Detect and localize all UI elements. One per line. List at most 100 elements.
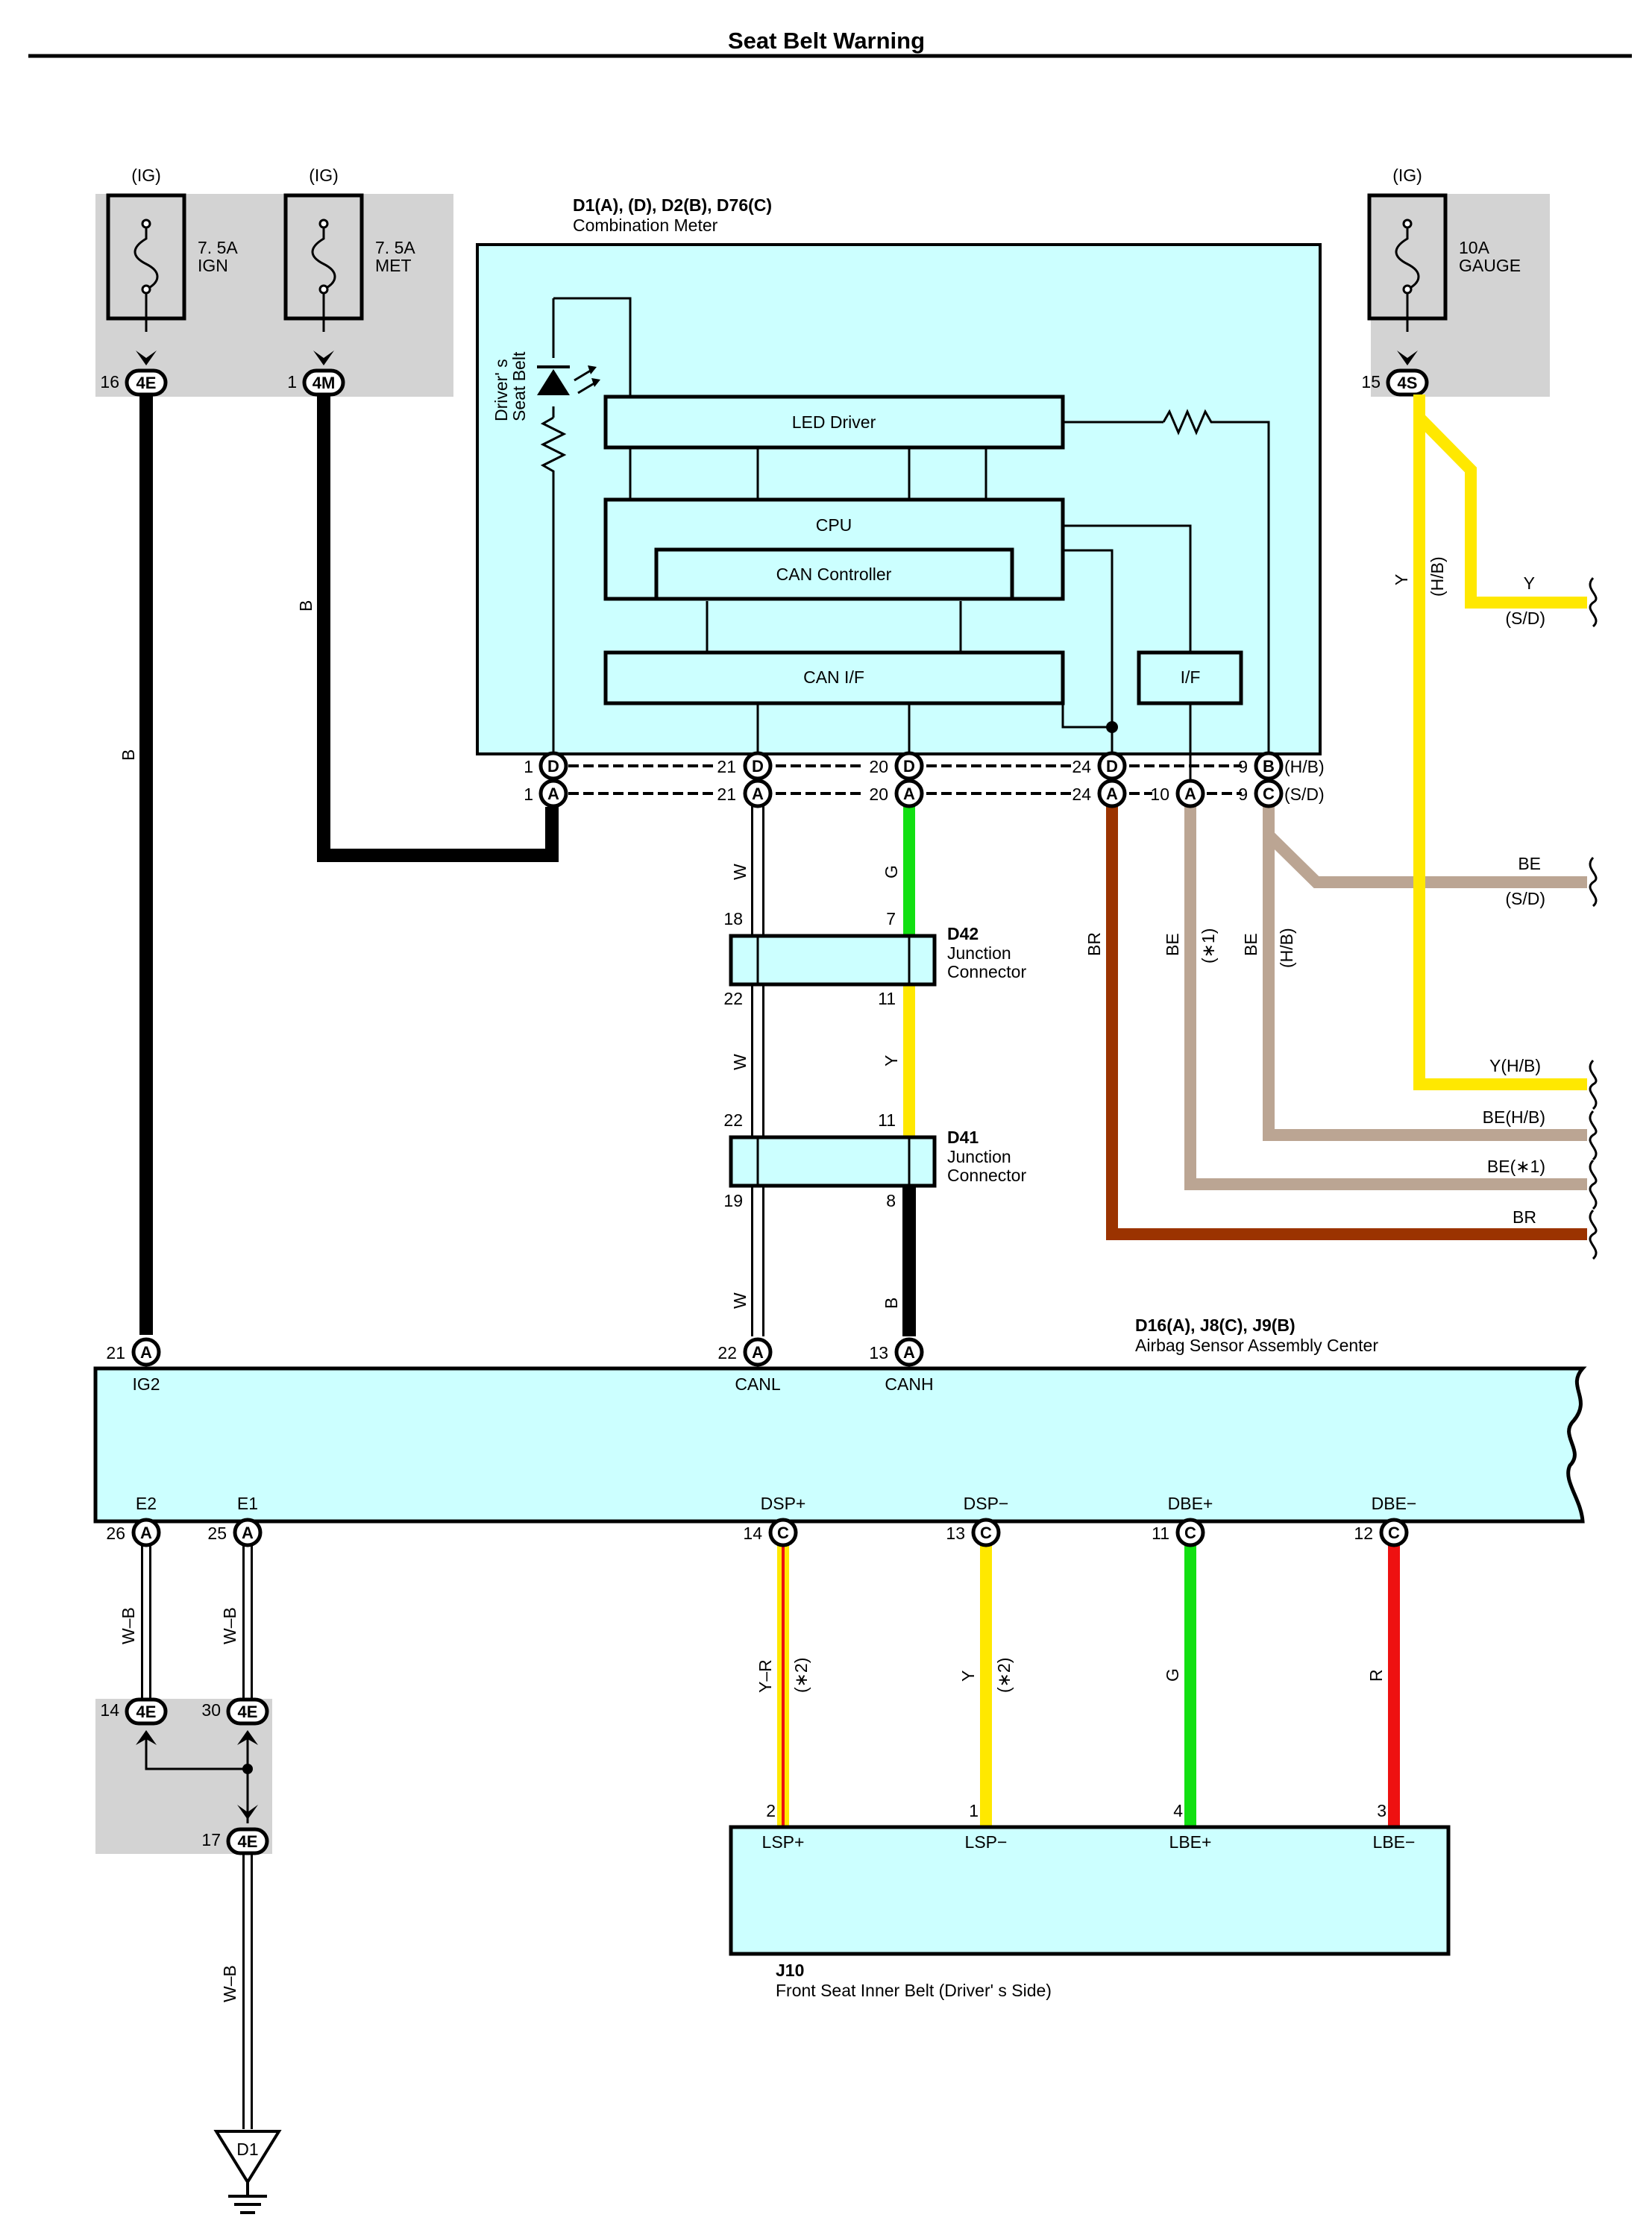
airbag-pin-25a: 25 A — [207, 1518, 263, 1547]
fuse-gauge-name: GAUGE — [1459, 256, 1521, 275]
svg-text:E2: E2 — [136, 1494, 157, 1513]
svg-text:22: 22 — [717, 1343, 737, 1362]
label-w-1: W — [730, 864, 750, 880]
svg-text:9: 9 — [1238, 785, 1248, 804]
svg-text:A: A — [752, 785, 764, 803]
svg-text:A: A — [140, 1524, 152, 1542]
label-star2-dsp-plus: (∗2) — [791, 1658, 811, 1693]
fuse-ign-name: IGN — [198, 256, 228, 275]
junction-pin-30-4e: 30 4E — [201, 1697, 269, 1726]
svg-text:CPU: CPU — [816, 515, 852, 535]
svg-text:2: 2 — [766, 1801, 776, 1820]
svg-text:CAN Controller: CAN Controller — [776, 565, 892, 584]
label-wb-e1: W–B — [220, 1607, 239, 1644]
svg-text:Junction: Junction — [947, 1147, 1011, 1166]
airbag-pin-21a: 21 A — [106, 1337, 161, 1367]
if-block: I/F — [1137, 650, 1243, 705]
meter-connector-dashes — [568, 764, 1242, 795]
svg-text:D: D — [547, 757, 559, 776]
junction-connector-d41: 22 11 19 8 D41 Junction Connector — [723, 1110, 1026, 1210]
svg-text:4S: 4S — [1398, 374, 1418, 392]
svg-text:D: D — [903, 757, 915, 776]
airbag-pin-13c: 13 C — [946, 1518, 1001, 1547]
right-lead-be-hb: BE(H/B) — [1483, 1107, 1545, 1127]
svg-text:14: 14 — [743, 1524, 762, 1543]
svg-text:LED Driver: LED Driver — [792, 412, 876, 432]
svg-text:22: 22 — [723, 1110, 743, 1130]
svg-text:C: C — [980, 1524, 992, 1542]
svg-text:D: D — [752, 757, 764, 776]
fuse-ign-supply: (IG) — [131, 166, 161, 185]
j10-ref: J10 — [776, 1961, 804, 1980]
meter-ref: D1(A), (D), D2(B), D76(C) — [573, 195, 772, 215]
svg-text:I/F: I/F — [1181, 667, 1201, 687]
wire-be-sd — [1264, 831, 1587, 888]
svg-text:DSP+: DSP+ — [761, 1494, 806, 1513]
svg-text:13: 13 — [946, 1524, 965, 1543]
wire-be-star1 — [1184, 805, 1587, 1190]
junction-arrow-icon-1 — [136, 1730, 157, 1745]
right-lead-be-sd: BE (S/D) — [1505, 854, 1545, 908]
svg-text:CANH: CANH — [885, 1374, 933, 1394]
label-hb-y: (H/B) — [1428, 556, 1447, 597]
junction-connector-d42: 18 7 22 11 D42 Junction Connector — [723, 909, 1026, 1008]
label-br: BR — [1084, 932, 1104, 956]
svg-text:22: 22 — [723, 989, 743, 1008]
svg-text:C: C — [777, 1524, 789, 1542]
airbag-pin-22a: 22 A — [717, 1337, 773, 1367]
airbag-ref: D16(A), J8(C), J9(B) — [1135, 1315, 1295, 1335]
label-b-ign: B — [119, 749, 138, 761]
connector-4s-15: 15 4S — [1361, 368, 1429, 397]
svg-text:14: 14 — [100, 1700, 119, 1720]
connector-4m-1: 1 4M — [287, 368, 345, 397]
svg-text:A: A — [547, 785, 559, 803]
svg-text:A: A — [140, 1343, 152, 1362]
svg-text:4M: 4M — [313, 374, 336, 392]
svg-text:C: C — [1263, 785, 1275, 803]
label-y-gauge: Y — [1392, 574, 1411, 585]
svg-text:4E: 4E — [238, 1703, 258, 1721]
connector-4e-16: 16 4E — [100, 368, 168, 397]
fuse-ign-arrow-icon — [136, 351, 157, 365]
splice-point — [1106, 721, 1118, 733]
svg-text:1: 1 — [969, 1801, 979, 1820]
label-yr: Y–R — [756, 1659, 775, 1693]
wire-br — [1106, 805, 1587, 1240]
svg-text:21: 21 — [717, 757, 736, 776]
svg-text:D42: D42 — [947, 924, 979, 943]
led-driver-block: LED Driver — [603, 394, 1065, 450]
meter-pin-bottom-1a: 1 A — [524, 779, 568, 808]
seat-belt-switch-j10: 2 1 4 3 LSP+ LSP− LBE+ LBE− J10 Front Se… — [729, 1801, 1451, 2000]
wire-b-met — [317, 394, 559, 862]
fuse-gauge-rating: 10A — [1459, 238, 1490, 257]
svg-text:D: D — [1106, 757, 1118, 776]
ground-label: D1 — [236, 2140, 258, 2159]
label-w-2: W — [730, 1054, 750, 1070]
led-label-line2: Seat Belt — [509, 351, 529, 421]
fuse-met: (IG) 7. 5A MET — [283, 166, 415, 332]
right-lead-be-star1: BE(∗1) — [1487, 1157, 1545, 1176]
svg-text:7: 7 — [886, 909, 896, 928]
svg-text:IG2: IG2 — [132, 1374, 160, 1394]
meter-pin-bottom-9c: 9 C (S/D) — [1238, 779, 1325, 808]
fuse-gauge-supply: (IG) — [1392, 166, 1422, 185]
junction-arrow-icon-3 — [237, 1805, 258, 1820]
svg-text:Junction: Junction — [947, 943, 1011, 963]
svg-text:12: 12 — [1354, 1524, 1373, 1543]
svg-text:B: B — [1263, 757, 1275, 776]
label-hb-be: (H/B) — [1277, 928, 1296, 968]
seat-belt-led-icon — [537, 365, 600, 395]
svg-text:9: 9 — [1238, 757, 1248, 776]
meter-pin-bottom-20a: 20 A — [869, 779, 924, 808]
meter-name: Combination Meter — [573, 216, 718, 235]
label-wb-e2: W–B — [119, 1607, 138, 1644]
svg-text:CANL: CANL — [735, 1374, 781, 1394]
svg-text:LSP−: LSP− — [965, 1832, 1008, 1852]
svg-text:A: A — [1106, 785, 1118, 803]
airbag-sensor-assembly: D16(A), J8(C), J9(B) Airbag Sensor Assem… — [93, 1315, 1587, 1524]
airbag-pin-11c: 11 C — [1152, 1518, 1205, 1547]
meter-pin-top-1d: 1 D — [524, 751, 568, 781]
junction-pin-14-4e: 14 4E — [100, 1697, 168, 1726]
svg-text:20: 20 — [869, 785, 888, 804]
svg-text:(S/D): (S/D) — [1284, 785, 1325, 804]
